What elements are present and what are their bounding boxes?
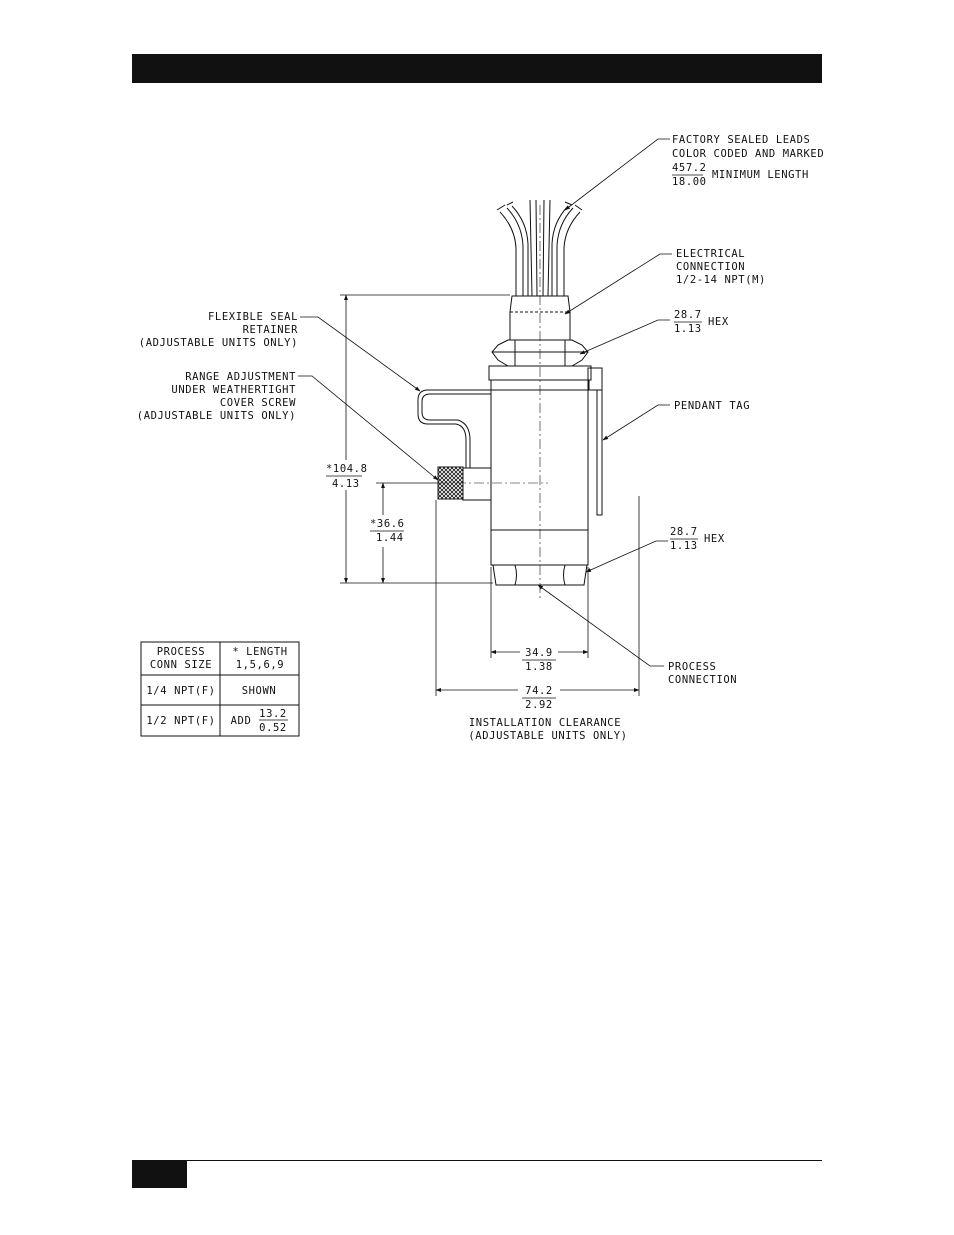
- body-width-mm: 34.9: [525, 647, 553, 659]
- header-bar: [132, 54, 822, 83]
- table-row2-add: ADD: [231, 715, 252, 727]
- callout-leaders: [298, 138, 672, 667]
- callout-labels: FACTORY SEALED LEADS COLOR CODED AND MAR…: [137, 134, 824, 686]
- process-label-2: CONNECTION: [668, 674, 737, 686]
- table-row2-mm: 13.2: [259, 708, 287, 720]
- clearance-in: 2.92: [525, 699, 553, 711]
- range-label-2: UNDER WEATHERTIGHT: [171, 384, 296, 396]
- overall-height-mm: *104.8: [326, 463, 368, 475]
- hex-top-label: HEX: [708, 316, 729, 328]
- clearance-label-2: (ADJUSTABLE UNITS ONLY): [468, 730, 627, 742]
- range-label-1: RANGE ADJUSTMENT: [185, 371, 296, 383]
- body-width-in: 1.38: [525, 661, 553, 673]
- seal-label-3: (ADJUSTABLE UNITS ONLY): [139, 337, 298, 349]
- clearance-mm: 74.2: [525, 685, 553, 697]
- elec-label-2: CONNECTION: [676, 261, 745, 273]
- hex-top-mm: 28.7: [674, 309, 702, 321]
- table-row2-in: 0.52: [259, 722, 287, 734]
- lower-height-mm: *36.6: [370, 518, 405, 530]
- table-header-process-1: PROCESS: [157, 646, 205, 658]
- table-row1-size: 1/4 NPT(F): [146, 685, 215, 697]
- leads-length-in: 18.00: [672, 176, 707, 188]
- process-label-1: PROCESS: [668, 661, 716, 673]
- seal-label-1: FLEXIBLE SEAL: [208, 311, 298, 323]
- table-header-length-2: 1,5,6,9: [236, 659, 284, 671]
- dimension-lines: [340, 294, 640, 696]
- table-row1-length: SHOWN: [242, 685, 277, 697]
- table-row2-size: 1/2 NPT(F): [146, 715, 215, 727]
- leads-min-length: MINIMUM LENGTH: [712, 169, 809, 181]
- leads-label-2: COLOR CODED AND MARKED: [672, 148, 824, 160]
- elec-label-3: 1/2-14 NPT(M): [676, 274, 766, 286]
- hex-bottom-in: 1.13: [670, 540, 698, 552]
- hex-bottom-mm: 28.7: [670, 526, 698, 538]
- leads-length-mm: 457.2: [672, 162, 707, 174]
- pendant-tag-label: PENDANT TAG: [674, 400, 750, 412]
- dimension-labels: *104.8 4.13 *36.6 1.44 34.9 1.38 74.2 2.…: [326, 463, 627, 742]
- table-header-process-2: CONN SIZE: [150, 659, 212, 671]
- switch-body: [417, 199, 603, 600]
- range-label-4: (ADJUSTABLE UNITS ONLY): [137, 410, 296, 422]
- footer-rule: [132, 1160, 822, 1161]
- lower-height-in: 1.44: [376, 532, 404, 544]
- footer-page-tab: [132, 1161, 187, 1188]
- overall-height-in: 4.13: [332, 478, 360, 490]
- elec-label-1: ELECTRICAL: [676, 248, 745, 260]
- range-label-3: COVER SCREW: [220, 397, 296, 409]
- leads-label-1: FACTORY SEALED LEADS: [672, 134, 810, 146]
- seal-label-2: RETAINER: [243, 324, 298, 336]
- length-table: PROCESS CONN SIZE * LENGTH 1,5,6,9 1/4 N…: [140, 641, 300, 737]
- clearance-label-1: INSTALLATION CLEARANCE: [469, 717, 621, 729]
- hex-bottom-label: HEX: [704, 533, 725, 545]
- hex-top-in: 1.13: [674, 323, 702, 335]
- table-header-length-1: * LENGTH: [232, 646, 287, 658]
